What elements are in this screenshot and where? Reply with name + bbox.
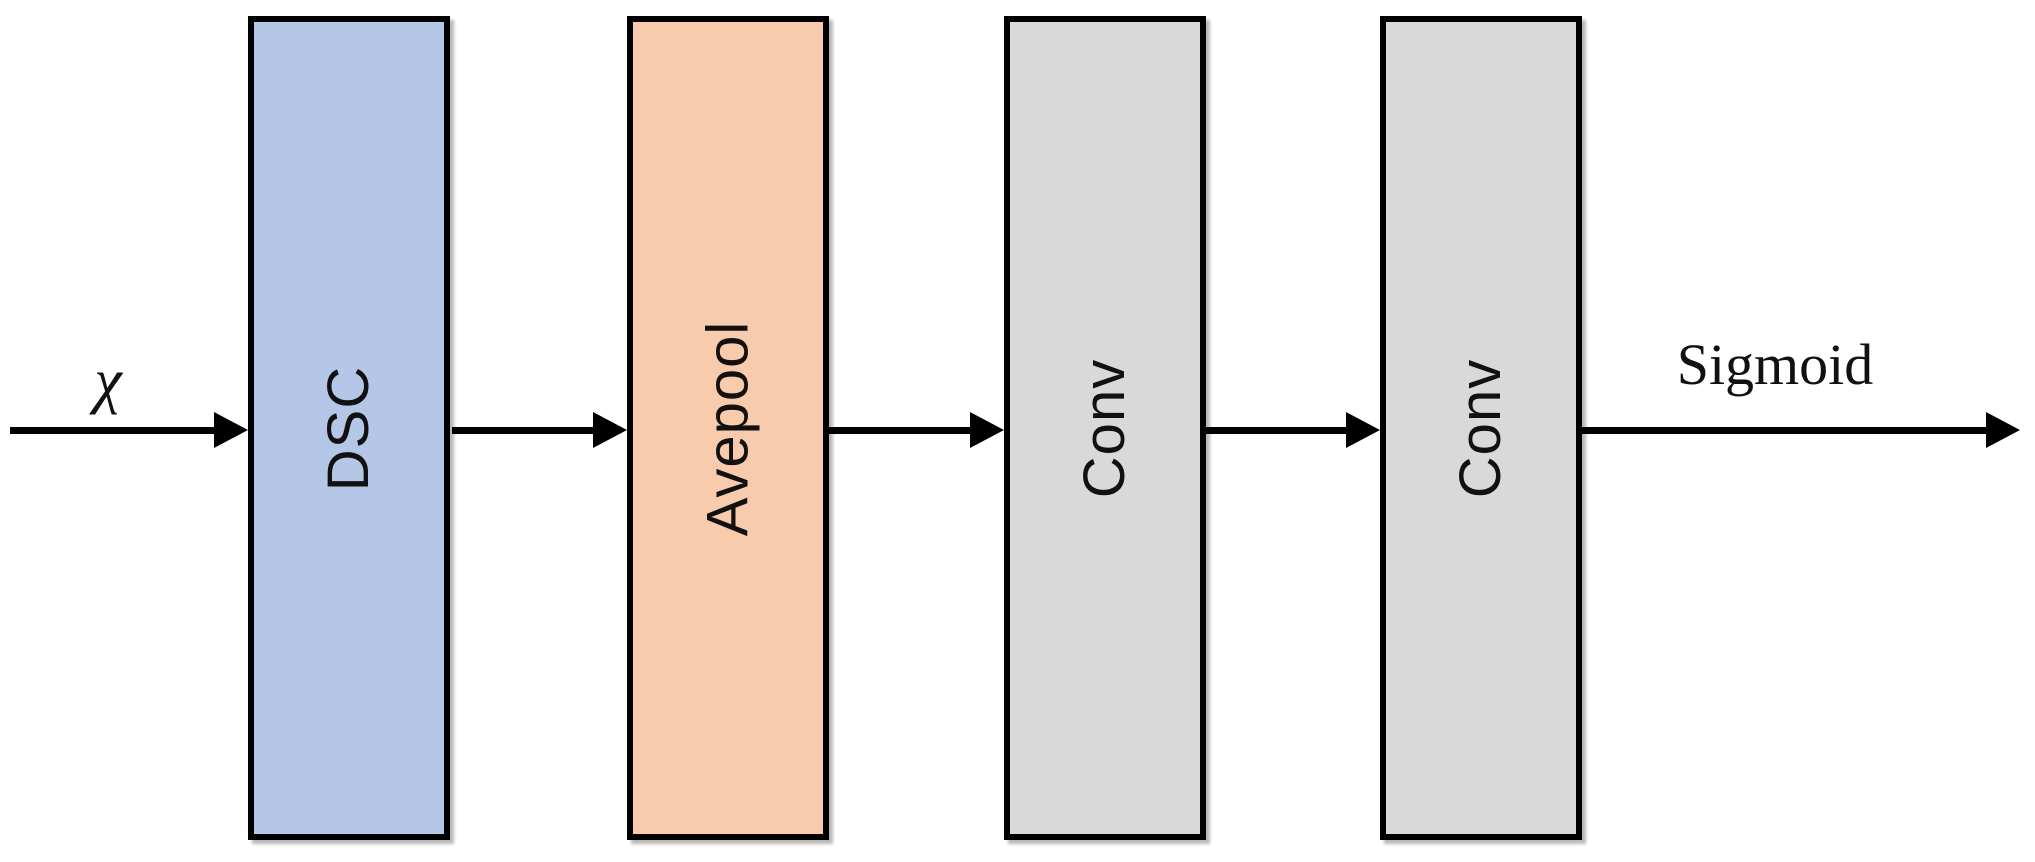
arrowhead-icon	[593, 412, 627, 448]
block-avepool: Avepool	[627, 16, 829, 840]
arrow-line	[829, 427, 978, 434]
arrowhead-icon	[214, 412, 248, 448]
arrow-line	[1206, 427, 1354, 434]
block-conv2: Conv	[1380, 16, 1582, 840]
arrow-line	[10, 427, 222, 434]
output-label: Sigmoid	[1676, 332, 1874, 397]
block-dsc: DSC	[248, 16, 450, 840]
block-dsc-label: DSC	[316, 365, 382, 491]
block-avepool-label: Avepool	[695, 320, 761, 536]
output-arrow	[1582, 412, 2020, 448]
input-arrow	[10, 412, 248, 448]
arrow-avepool-to-conv1	[829, 412, 1004, 448]
arrowhead-icon	[1986, 412, 2020, 448]
arrowhead-icon	[1346, 412, 1380, 448]
input-label: χ	[94, 347, 122, 415]
block-conv1-label: Conv	[1072, 358, 1138, 498]
arrow-conv1-to-conv2	[1206, 412, 1380, 448]
arrowhead-icon	[970, 412, 1004, 448]
arrow-line	[452, 427, 601, 434]
arrow-line	[1582, 427, 1994, 434]
block-conv1: Conv	[1004, 16, 1206, 840]
block-conv2-label: Conv	[1448, 358, 1514, 498]
arrow-dsc-to-avepool	[452, 412, 627, 448]
